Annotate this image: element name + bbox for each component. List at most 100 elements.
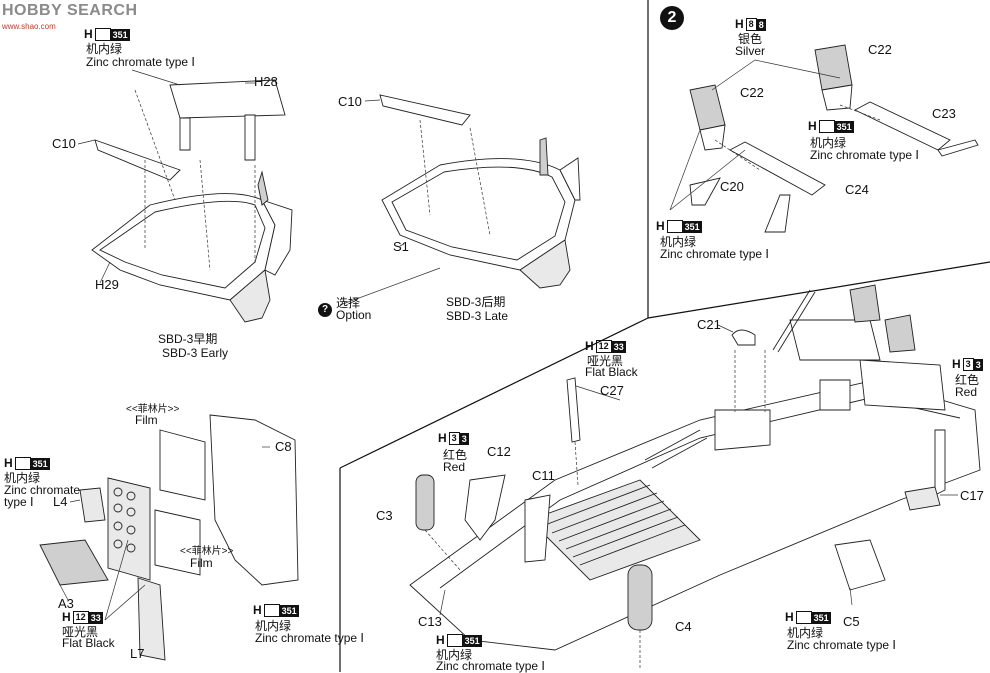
- part-c21: C21: [697, 317, 721, 332]
- paint-code: 12: [595, 340, 612, 353]
- paint-zinc-en-2: Zinc chromate type Ⅰ: [810, 148, 919, 162]
- paint-red-zh-2: 红色: [443, 448, 468, 462]
- film-zh-2: <<菲林片>>: [180, 546, 234, 557]
- paint-code: 3: [448, 432, 460, 445]
- part-c20: C20: [720, 179, 744, 194]
- cockpit-floor-drawing: [409, 284, 981, 668]
- option-en: Option: [336, 308, 372, 322]
- paint-h-label: H: [585, 339, 594, 353]
- paint-code: 351: [279, 604, 299, 617]
- sbd3-early-zh: SBD-3早期: [158, 332, 218, 346]
- paint-callout-zinc-1: H 351: [84, 28, 130, 41]
- paint-zinc-type: type Ⅰ: [4, 495, 34, 509]
- part-h29: H29: [95, 277, 119, 292]
- paint-callout-zinc-2: H 351: [808, 120, 854, 133]
- paint-zinc-zh-1: 机内绿: [86, 42, 123, 56]
- paint-h-label: H: [62, 610, 71, 624]
- paint-flat-black-en-1: Flat Black: [585, 365, 638, 379]
- paint-h-label: H: [656, 219, 665, 233]
- paint-code-2: 33: [88, 611, 103, 624]
- part-c27: C27: [600, 383, 624, 398]
- part-h28: H28: [254, 74, 278, 89]
- film-en-1: Film: [135, 413, 158, 427]
- part-a3: A3: [58, 596, 74, 611]
- paint-h-label: H: [808, 119, 817, 133]
- paint-zinc-zh-2: 机内绿: [810, 136, 847, 150]
- paint-callout-zinc-4: H 351: [4, 457, 50, 470]
- paint-zinc-en-6: Zinc chromate type Ⅰ: [436, 659, 545, 673]
- paint-code: 351: [811, 611, 831, 624]
- watermark-brand: HOBBY SEARCH: [2, 2, 138, 19]
- part-c23: C23: [932, 106, 956, 121]
- paint-zinc-zh-5: 机内绿: [255, 619, 292, 633]
- paint-code-2: 33: [611, 340, 626, 353]
- paint-h-label: H: [253, 603, 262, 617]
- paint-code: 351: [834, 120, 854, 133]
- paint-zinc-zh-7: 机内绿: [787, 626, 824, 640]
- part-c5: C5: [843, 614, 860, 629]
- part-s1: S1: [393, 239, 409, 254]
- paint-h-label: H: [952, 357, 961, 371]
- sbd3-late-en: SBD-3 Late: [446, 309, 509, 323]
- paint-callout-zinc-3: H 351: [656, 220, 702, 233]
- paint-h-label: H: [735, 17, 744, 31]
- part-c8: C8: [275, 439, 292, 454]
- paint-silver-en: Silver: [735, 44, 766, 58]
- part-c22-left: C22: [740, 85, 764, 100]
- paint-flat-black-en-2: Flat Black: [62, 636, 115, 650]
- separator-right: [647, 261, 990, 319]
- paint-code: 12: [72, 611, 89, 624]
- paint-zinc-en-1: Zinc chromate type Ⅰ: [86, 55, 195, 69]
- paint-flat-black-zh-2: 哑光黑: [62, 625, 99, 639]
- part-l7: L7: [130, 646, 145, 661]
- part-l4: L4: [53, 494, 68, 509]
- paint-callout-zinc-5: H 351: [253, 604, 299, 617]
- paint-code-2: 3: [973, 358, 983, 371]
- paint-code: 3: [962, 358, 974, 371]
- paint-swatch: [446, 634, 463, 647]
- part-c10-late: C10: [338, 94, 362, 109]
- option-zh: 选择: [336, 296, 361, 310]
- step2-seats-drawing: [669, 44, 979, 233]
- paint-h-label: H: [84, 27, 93, 41]
- paint-zinc-en-short: Zinc chromate: [4, 483, 81, 497]
- part-c4: C4: [675, 619, 692, 634]
- paint-zinc-en-3: Zinc chromate type Ⅰ: [660, 247, 769, 261]
- paint-red-en-1: Red: [955, 385, 978, 399]
- paint-h-label: H: [785, 610, 794, 624]
- paint-zinc-en-7: Zinc chromate type Ⅰ: [787, 638, 896, 652]
- paint-red-en-2: Red: [443, 460, 466, 474]
- paint-code: 8: [745, 18, 757, 31]
- paint-zinc-zh-4: 机内绿: [4, 471, 41, 485]
- paint-code: 351: [462, 634, 482, 647]
- paint-code: 351: [30, 457, 50, 470]
- paint-flat-black-zh-1: 哑光黑: [587, 354, 624, 368]
- paint-code: 351: [110, 28, 130, 41]
- paint-code: 351: [682, 220, 702, 233]
- sbd3-early-en: SBD-3 Early: [162, 346, 229, 360]
- paint-swatch: [818, 120, 835, 133]
- part-c3: C3: [376, 508, 393, 523]
- option-icon: ?: [318, 303, 332, 317]
- paint-swatch: [795, 611, 812, 624]
- part-c11: C11: [532, 468, 555, 483]
- paint-swatch: [263, 604, 280, 617]
- paint-zinc-zh-6: 机内绿: [436, 648, 473, 662]
- paint-red-zh-1: 红色: [955, 373, 980, 387]
- paint-silver-zh: 银色: [738, 32, 763, 46]
- part-c10-early: C10: [52, 136, 76, 151]
- paint-zinc-zh-3: 机内绿: [660, 235, 697, 249]
- sbd3-early-floor-drawing: [77, 69, 293, 323]
- part-c24: C24: [845, 182, 869, 197]
- part-c22-right: C22: [868, 42, 892, 57]
- step-number-badge: 2: [660, 6, 684, 30]
- watermark-url: www.shao.com: [2, 22, 56, 31]
- film-zh-1: <<菲林片>>: [126, 404, 180, 415]
- paint-h-label: H: [4, 456, 13, 470]
- paint-zinc-en-5: Zinc chromate type Ⅰ: [255, 631, 364, 645]
